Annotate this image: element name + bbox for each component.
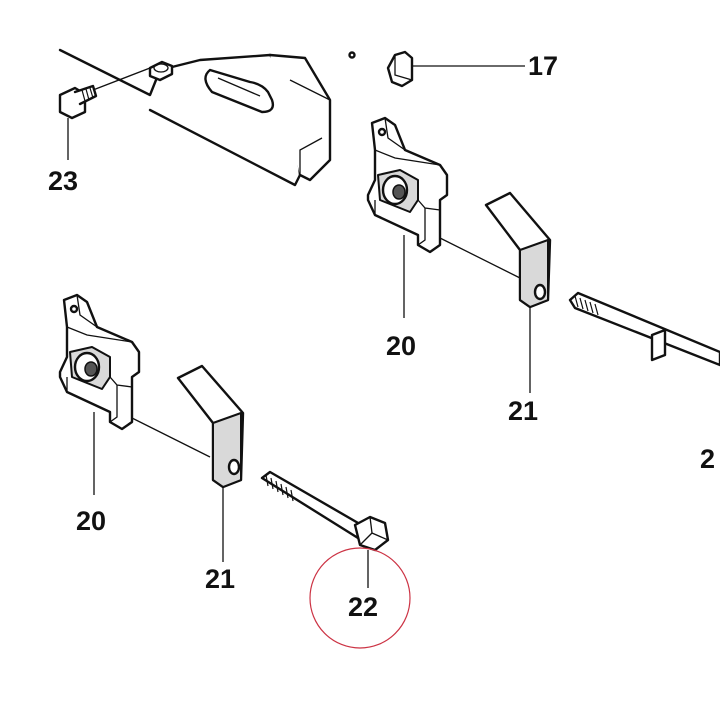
bolt-23 <box>58 67 151 160</box>
bracket-stud <box>148 60 174 82</box>
bracket-housing <box>58 48 356 187</box>
bolt-22 <box>260 470 390 588</box>
callout-21-lower: 21 <box>205 564 235 594</box>
callout-20-lower: 20 <box>76 506 106 536</box>
wedge-upper <box>484 191 552 393</box>
callout-23: 23 <box>48 166 78 196</box>
wedge-lower <box>176 364 245 562</box>
bolt-upper <box>568 291 720 367</box>
callout-20-upper: 20 <box>386 331 416 361</box>
clip-17 <box>386 50 525 88</box>
callout-edge-cropped: 2 <box>700 444 715 474</box>
callout-22: 22 <box>348 592 378 622</box>
retainer-block-upper <box>366 116 521 318</box>
retainer-block-lower <box>58 293 211 495</box>
callout-17: 17 <box>528 51 558 81</box>
callout-21-upper: 21 <box>508 396 538 426</box>
highlight-circle <box>309 547 411 649</box>
